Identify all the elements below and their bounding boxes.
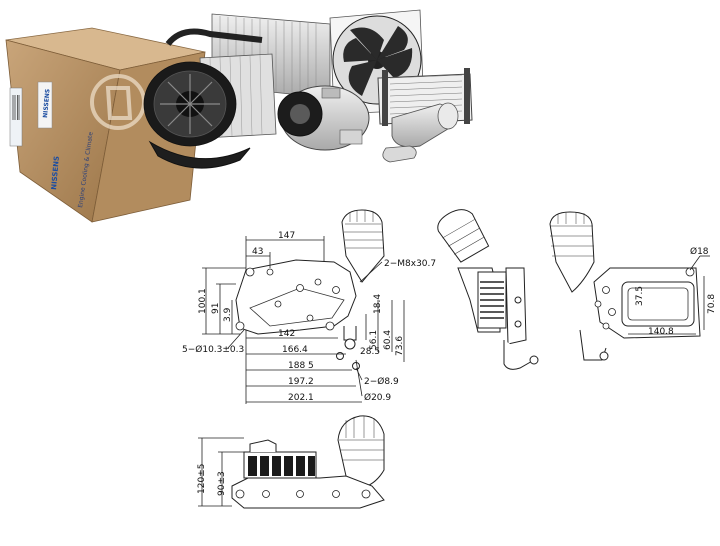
dim-diameter-18: Ø18: [690, 246, 709, 257]
barcode-icon: [12, 95, 20, 120]
barcode-label: [9, 87, 23, 147]
thread-callout: 2−M8x30.7: [384, 259, 436, 269]
ac-hose: [165, 28, 263, 46]
product-montage: [143, 9, 473, 169]
box-brand-side: NISSENS: [50, 156, 61, 190]
box-brand-label: NISSENS: [42, 89, 52, 119]
dim-188-5: 188 5: [288, 361, 314, 371]
dim-70-8: 70.8: [707, 294, 717, 314]
flange-callout: Ø20.9: [364, 392, 391, 403]
dim-73-6: 73.6: [395, 336, 405, 356]
hole-callout: 5−Ø10.3±0.3: [182, 344, 244, 355]
receiver-drier: [382, 102, 459, 163]
dim-60-4: 60.4: [383, 330, 393, 350]
dim-18-4: 18.4: [373, 294, 383, 314]
dim-140-8: 140.8: [648, 327, 674, 337]
dim-90: 90±3: [217, 471, 227, 496]
dim-166-4: 166.4: [282, 345, 308, 355]
side-view-drawing: [437, 209, 539, 370]
dim-3-9: 3.9: [223, 307, 233, 322]
bottom-view-drawing: 120±5 90±3: [197, 415, 385, 509]
blower-motor: [143, 61, 251, 169]
dim-100-1: 100.1: [198, 288, 208, 314]
dim-43: 43: [252, 247, 263, 257]
pin-callout: 2−Ø8.9: [364, 376, 399, 387]
front-view-drawing: 147 43 100.1 91 3.9 2−M8x30.7 18.4 28.5 …: [182, 209, 436, 404]
dim-120: 120±5: [197, 464, 207, 494]
dim-202-1: 202.1: [288, 393, 314, 403]
ac-compressor: [277, 85, 370, 151]
right-view-drawing: Ø18 70.8 37.5 140.8: [549, 211, 717, 361]
dim-37-5: 37.5: [635, 286, 645, 306]
dim-56-1: 56.1: [369, 330, 379, 350]
dim-91: 91: [211, 303, 221, 314]
dim-28-5: 28.5: [360, 347, 380, 357]
dim-197-2: 197.2: [288, 377, 314, 387]
dim-147: 147: [278, 231, 295, 241]
dim-142: 142: [278, 329, 295, 339]
